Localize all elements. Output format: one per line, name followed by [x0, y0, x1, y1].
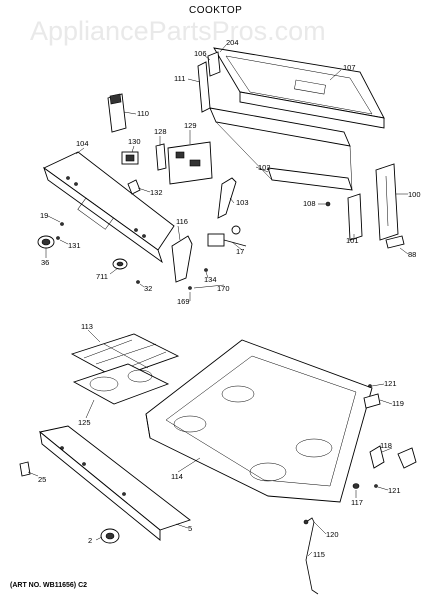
label-129: 129 — [184, 121, 197, 130]
label-5: 5 — [188, 524, 192, 533]
label-104: 104 — [76, 139, 89, 148]
label-121-upper: 121 — [384, 379, 397, 388]
label-131: 131 — [68, 241, 81, 250]
part-134-screw — [204, 268, 208, 272]
part-88-spacer — [385, 235, 405, 249]
label-108: 108 — [303, 199, 316, 208]
label-2: 2 — [88, 536, 92, 545]
part-5-manifold-panel — [38, 425, 191, 541]
part-107-backsplash — [213, 47, 385, 129]
label-32: 32 — [144, 284, 152, 293]
part-118-bracket — [369, 445, 385, 469]
label-132: 132 — [150, 188, 163, 197]
label-102: 102 — [258, 163, 271, 172]
label-118: 118 — [380, 441, 392, 450]
part-106-bracket — [207, 51, 221, 77]
part-121-screw — [368, 384, 378, 488]
part-labels: 204 106 111 107 110 129 128 104 130 102 … — [38, 38, 421, 559]
label-88: 88 — [408, 250, 416, 259]
part-117-grommet — [352, 483, 360, 489]
part-103-tube — [217, 177, 237, 219]
part-100-side-panel — [375, 163, 399, 241]
part-125-drip-pan — [72, 363, 170, 405]
label-130: 130 — [128, 137, 141, 146]
label-114: 114 — [171, 472, 183, 481]
label-106: 106 — [194, 49, 207, 58]
label-204: 204 — [226, 38, 239, 47]
part-132-clip — [127, 179, 141, 195]
watermark: AppliancePartsPros.com — [30, 16, 326, 46]
part-igniter — [397, 447, 417, 469]
part-25-clip — [19, 461, 31, 477]
part-115-tube — [303, 517, 319, 595]
part-104-control-panel — [43, 151, 175, 264]
label-116: 116 — [176, 217, 188, 226]
label-100: 100 — [408, 190, 421, 199]
part-169-screw — [188, 286, 192, 290]
label-17: 17 — [236, 247, 244, 256]
part-114-cooktop — [145, 339, 373, 503]
part-131-screw — [56, 236, 60, 240]
part-129-board — [167, 141, 213, 185]
part-19-screw — [60, 222, 64, 226]
label-117: 117 — [351, 498, 363, 507]
part-128-bracket — [155, 143, 167, 171]
part-102-rail — [209, 107, 353, 191]
label-36: 36 — [41, 258, 49, 267]
part-32-screw — [136, 280, 140, 284]
label-169: 169 — [177, 297, 190, 306]
part-111-end-cap — [197, 61, 211, 113]
art-number: (ART NO. WB11656) C2 — [10, 582, 87, 589]
label-120: 120 — [326, 530, 339, 539]
label-110: 110 — [137, 109, 149, 118]
label-711: 711 — [96, 272, 108, 281]
label-103: 103 — [236, 198, 249, 207]
part-108-screw — [325, 201, 331, 207]
part-711-knob — [112, 258, 128, 270]
label-25: 25 — [38, 475, 46, 484]
label-107: 107 — [343, 63, 356, 72]
part-130-switch — [121, 151, 139, 165]
part-36-knob — [37, 235, 55, 249]
part-101-side-bracket — [347, 193, 363, 241]
label-115: 115 — [313, 550, 325, 559]
label-125: 125 — [78, 418, 91, 427]
leader-lines — [27, 44, 409, 557]
label-170: 170 — [217, 284, 230, 293]
part-116-bracket — [171, 235, 193, 283]
part-119-bracket — [363, 393, 381, 409]
part-17-valve — [207, 225, 247, 247]
label-134: 134 — [204, 275, 217, 284]
label-119: 119 — [392, 399, 404, 408]
label-128: 128 — [154, 127, 167, 136]
label-113: 113 — [81, 322, 93, 331]
label-19: 19 — [40, 211, 48, 220]
label-121-lower: 121 — [388, 486, 401, 495]
label-101: 101 — [346, 236, 359, 245]
part-110-module — [107, 93, 127, 133]
label-111: 111 — [174, 74, 185, 83]
diagram-title: COOKTOP — [189, 5, 242, 16]
part-2-knob — [100, 528, 120, 544]
